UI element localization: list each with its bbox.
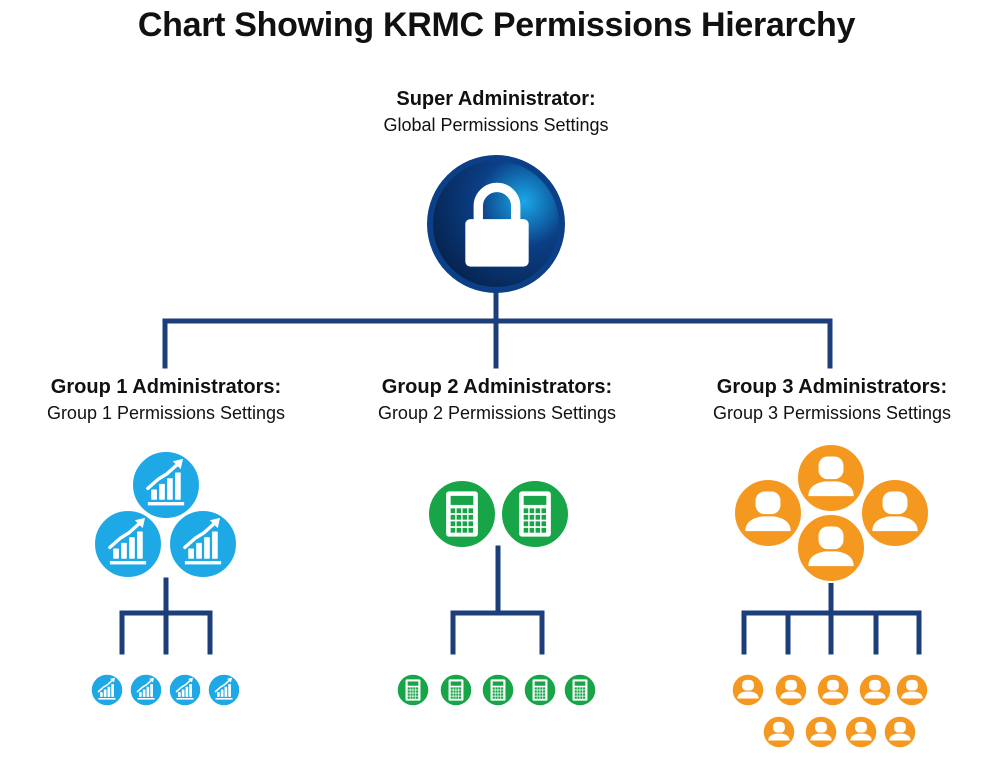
group-1-large-icon: [92, 508, 164, 580]
calculator-icon: [519, 491, 551, 537]
group-1-title: Group 1 Administrators:: [50, 376, 282, 398]
user-icon: [889, 721, 911, 741]
group-2-small-icon: [523, 673, 557, 707]
chart-growth-icon: [214, 677, 233, 700]
lock-icon: [465, 182, 529, 267]
group-2-large-icon: [426, 478, 498, 550]
super-admin-title: Super Administrator:: [396, 88, 596, 110]
group-3-small-icon: [858, 673, 892, 707]
user-icon: [808, 526, 854, 567]
group-3-small-icon: [731, 673, 765, 707]
group-3-small-icon: [774, 673, 808, 707]
calculator-icon: [405, 679, 421, 701]
group-2-label: Group 2 Administrators: Group 2 Permissi…: [331, 374, 663, 426]
user-icon: [768, 721, 790, 741]
user-icon: [864, 679, 886, 699]
user-icon: [780, 679, 802, 699]
group-2-title: Group 2 Administrators:: [381, 376, 613, 398]
group-1-small-icon: [207, 673, 241, 707]
chart-growth-icon: [136, 677, 155, 700]
super-admin-subtitle: Global Permissions Settings: [383, 115, 609, 135]
user-icon: [850, 721, 872, 741]
calculator-icon: [572, 679, 588, 701]
group-3-small-icon: [883, 715, 917, 749]
user-icon: [872, 491, 918, 532]
page-title: Chart Showing KRMC Permissions Hierarchy: [137, 6, 856, 44]
group-1-label: Group 1 Administrators: Group 1 Permissi…: [0, 374, 332, 426]
user-icon: [808, 456, 854, 497]
user-icon: [745, 491, 791, 532]
group-3-small-icon: [804, 715, 838, 749]
calculator-icon: [532, 679, 548, 701]
group-1-small-icon: [90, 673, 124, 707]
chart-growth-icon: [108, 517, 147, 565]
group-2-small-icon: [563, 673, 597, 707]
group-3-large-icon: [795, 512, 867, 584]
group-2-small-icon: [481, 673, 515, 707]
chart-growth-icon: [146, 458, 185, 506]
group-3-small-icon: [816, 673, 850, 707]
group-3-large-icon: [859, 477, 931, 549]
group-3-small-icon: [895, 673, 929, 707]
group-1-large-icon: [130, 449, 202, 521]
group-3-large-icon: [732, 477, 804, 549]
super-admin-label: Super Administrator: Global Permissions …: [296, 86, 696, 138]
calculator-icon: [448, 679, 464, 701]
group-1-subtitle: Group 1 Permissions Settings: [46, 403, 286, 423]
group-2-small-icon: [439, 673, 473, 707]
user-icon: [901, 679, 923, 699]
calculator-icon: [490, 679, 506, 701]
chart-growth-icon: [183, 517, 222, 565]
user-icon: [737, 679, 759, 699]
calculator-icon: [446, 491, 478, 537]
chart-growth-icon: [175, 677, 194, 700]
group-3-label: Group 3 Administrators: Group 3 Permissi…: [665, 374, 993, 426]
group-1-small-icon: [129, 673, 163, 707]
group-1-small-icon: [168, 673, 202, 707]
group-3-small-icon: [844, 715, 878, 749]
user-icon: [822, 679, 844, 699]
group-2-large-icon: [499, 478, 571, 550]
super-admin-node: [427, 155, 565, 293]
group-1-large-icon: [167, 508, 239, 580]
chart-growth-icon: [97, 677, 116, 700]
group-3-subtitle: Group 3 Permissions Settings: [712, 403, 952, 423]
group-2-subtitle: Group 2 Permissions Settings: [377, 403, 617, 423]
group-2-small-icon: [396, 673, 430, 707]
group-3-title: Group 3 Administrators:: [716, 376, 948, 398]
user-icon: [810, 721, 832, 741]
group-3-large-icon: [795, 442, 867, 514]
group-3-small-icon: [762, 715, 796, 749]
